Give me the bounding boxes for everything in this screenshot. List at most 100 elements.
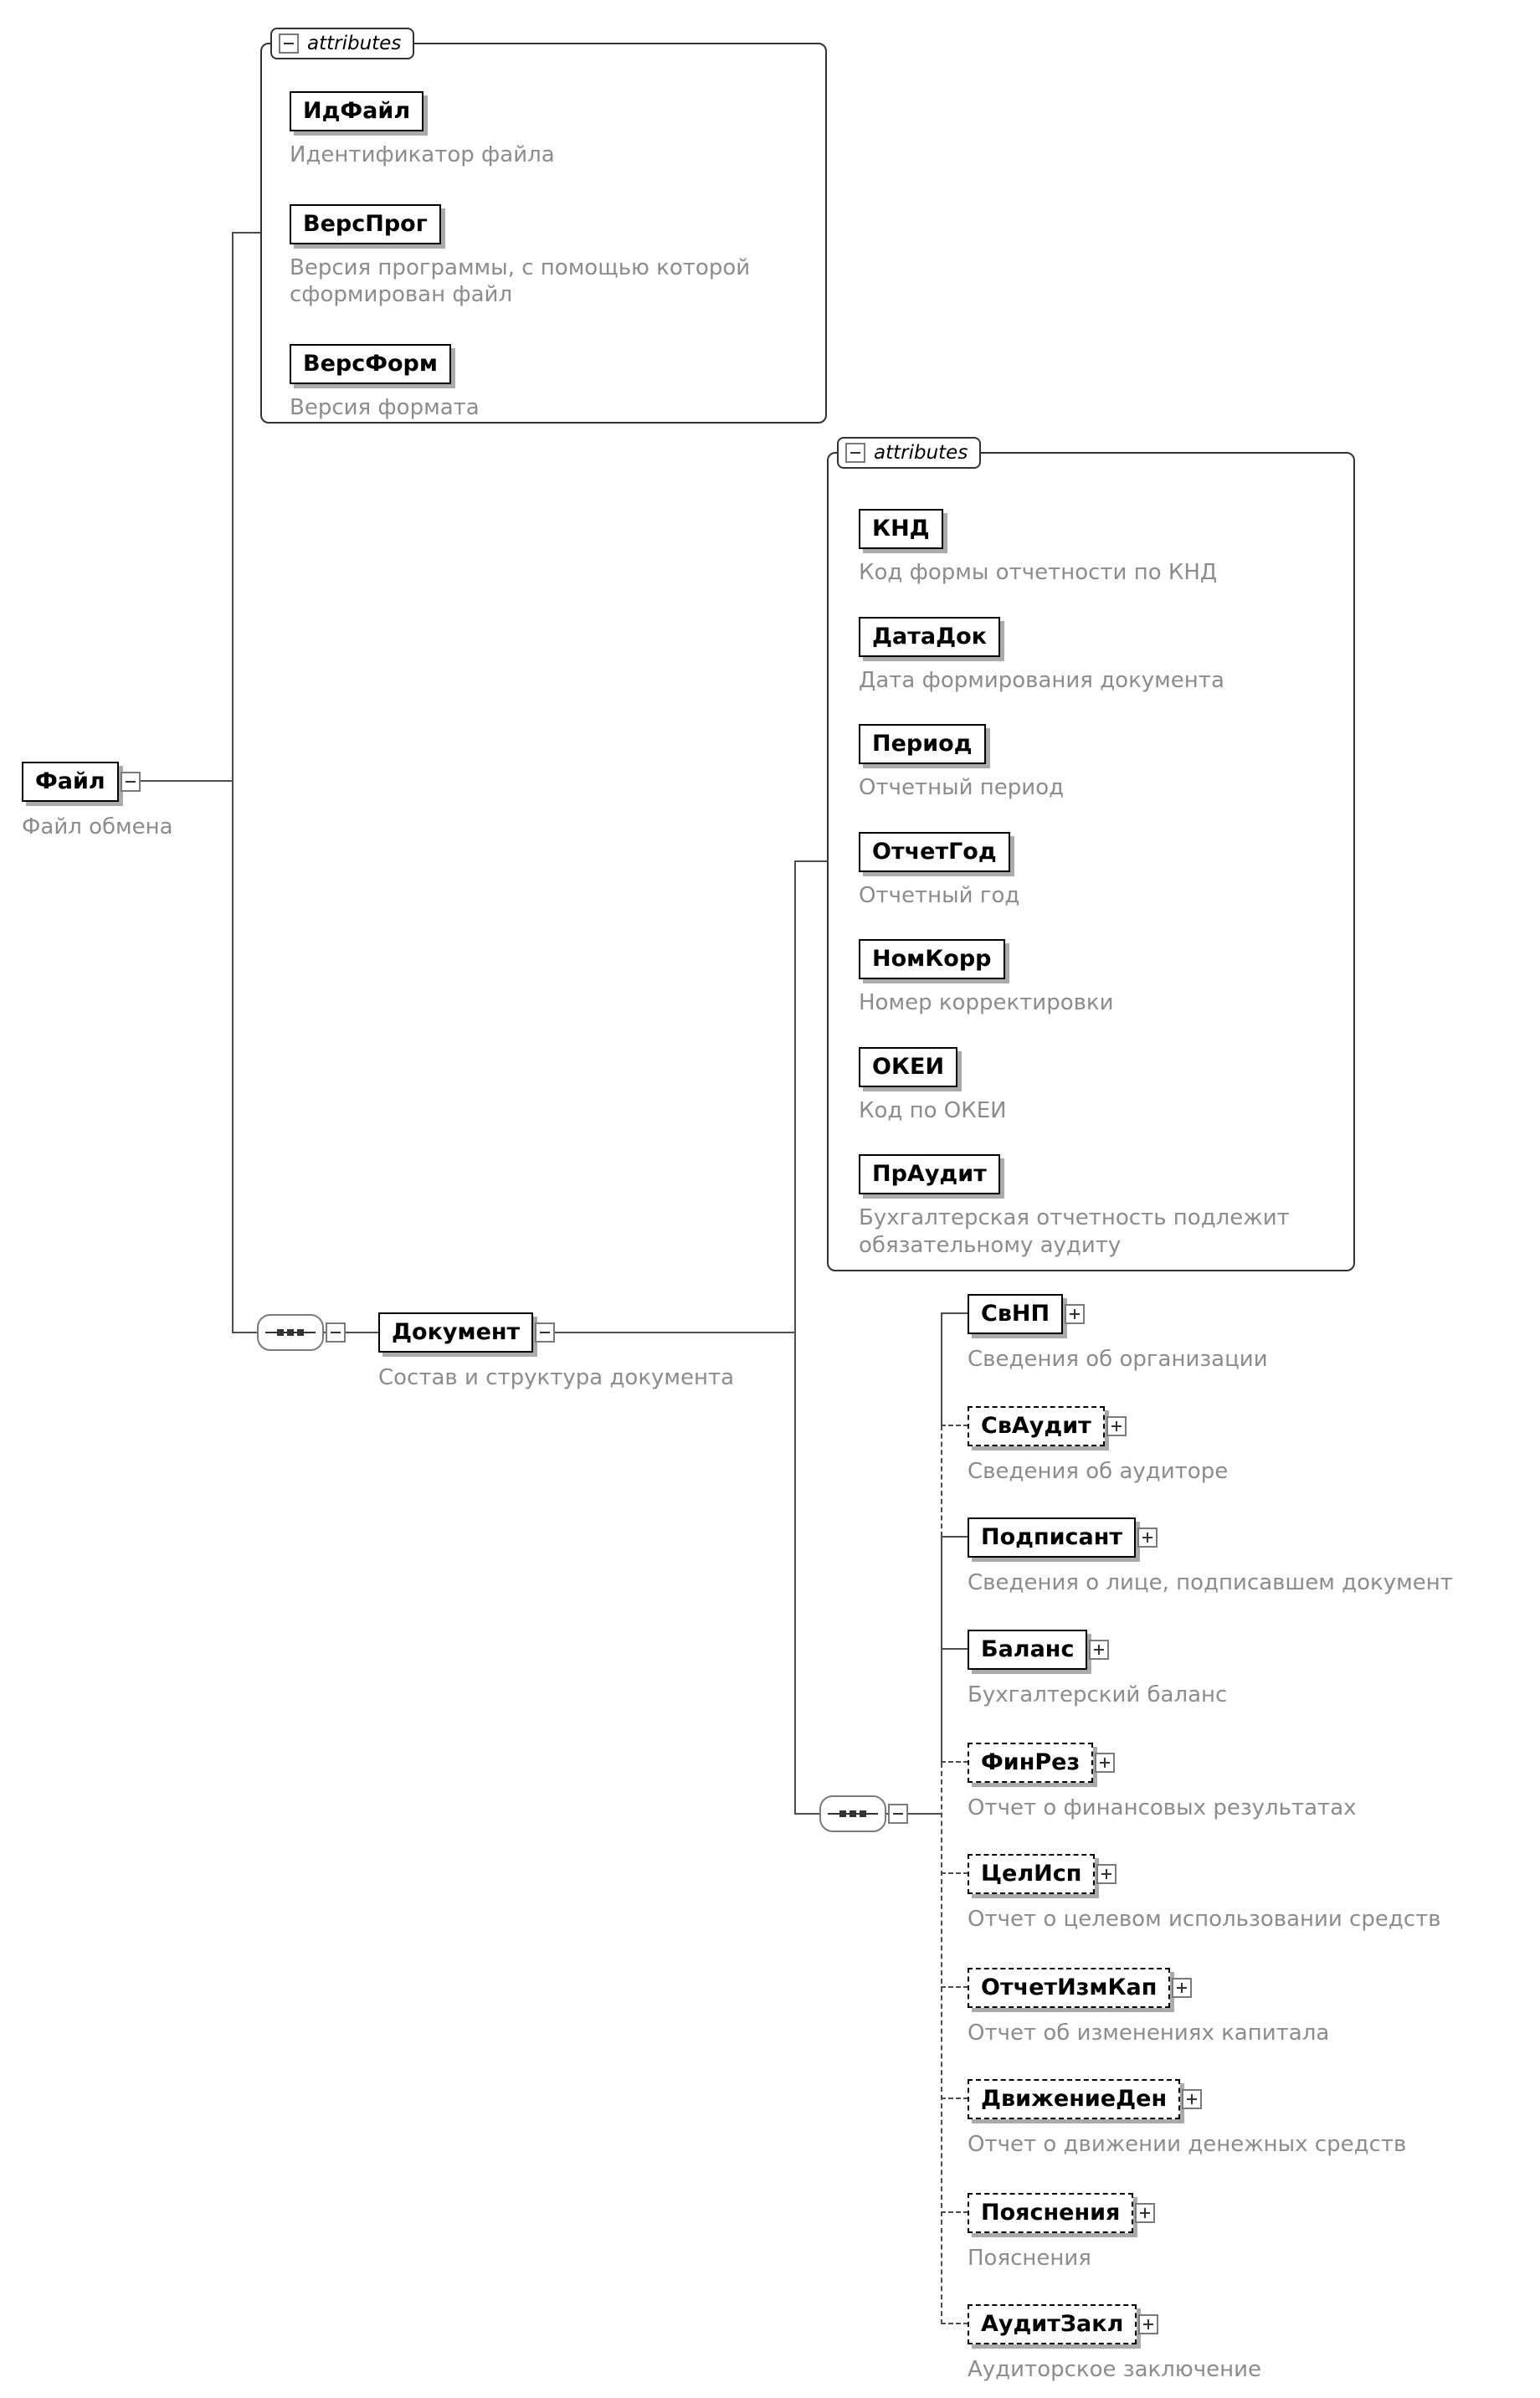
connector-stub-celisp bbox=[941, 1872, 968, 1874]
element-dvizhenie-den: ДвижениеДен Отчет о движении денежных ср… bbox=[968, 2079, 1406, 2159]
attribute-okei-label: ОКЕИ bbox=[872, 1053, 945, 1080]
sequence-glyph bbox=[265, 1329, 316, 1336]
sequence-icon[interactable] bbox=[257, 1314, 324, 1351]
element-sv-np-box[interactable]: СвНП bbox=[968, 1294, 1064, 1334]
attribute-pr-audit-label: ПрАудит bbox=[872, 1161, 987, 1187]
connector-stub-dvizhenieden bbox=[941, 2098, 968, 2099]
attribute-okei-box[interactable]: ОКЕИ bbox=[859, 1046, 958, 1087]
attribute-otchet-god-label: ОтчетГод bbox=[872, 838, 997, 865]
connector-children-trunk-solid-2 bbox=[941, 1537, 942, 1763]
collapse-icon[interactable] bbox=[120, 772, 141, 792]
element-fin-rez-box[interactable]: ФинРез bbox=[968, 1743, 1094, 1783]
element-dokument: Документ Состав и структура документа bbox=[378, 1312, 734, 1392]
attribute-id-fajl: ИдФайл Идентификатор файла bbox=[290, 91, 808, 169]
attribute-data-dok-box[interactable]: ДатаДок bbox=[859, 616, 1001, 657]
element-podpisant-box[interactable]: Подписант bbox=[968, 1517, 1137, 1558]
attribute-id-fajl-box[interactable]: ИдФайл bbox=[290, 91, 424, 131]
attribute-pr-audit-description: Бухгалтерская отчетность подлежит обязат… bbox=[859, 1205, 1290, 1258]
document-attributes-group: attributes КНД Код формы отчетности по К… bbox=[827, 437, 1355, 1271]
connector-children-trunk-dashed-2 bbox=[941, 1763, 942, 2324]
element-dvizhenie-den-box[interactable]: ДвижениеДен bbox=[968, 2079, 1181, 2119]
element-sv-audit-label: СвАудит bbox=[981, 1413, 1091, 1439]
attribute-period: Период Отчетный период bbox=[859, 724, 1338, 802]
attribute-pr-audit-box[interactable]: ПрАудит bbox=[859, 1154, 1000, 1194]
connector-stub-finrez bbox=[941, 1761, 968, 1763]
element-audit-zakl-label: АудитЗакл bbox=[981, 2311, 1124, 2337]
attribute-vers-form-box[interactable]: ВерсФорм bbox=[290, 343, 451, 384]
expand-icon[interactable] bbox=[1172, 1978, 1193, 1998]
expand-icon[interactable] bbox=[1182, 2089, 1203, 2109]
sequence-compositor-file bbox=[257, 1314, 346, 1351]
attribute-data-dok: ДатаДок Дата формирования документа bbox=[859, 616, 1338, 695]
collapse-icon[interactable] bbox=[535, 1322, 556, 1343]
file-attributes-tab[interactable]: attributes bbox=[270, 28, 415, 59]
expand-icon[interactable] bbox=[1089, 1640, 1110, 1660]
element-dokument-box[interactable]: Документ bbox=[378, 1312, 534, 1353]
element-cel-isp-box[interactable]: ЦелИсп bbox=[968, 1854, 1096, 1894]
attribute-knd-box[interactable]: КНД bbox=[859, 509, 943, 549]
element-sv-np: СвНП Сведения об организации bbox=[968, 1294, 1268, 1374]
attributes-label: attributes bbox=[307, 33, 402, 54]
element-cel-isp-label: ЦелИсп bbox=[981, 1861, 1082, 1887]
connector-stub-balans bbox=[941, 1648, 968, 1650]
collapse-icon[interactable] bbox=[326, 1322, 346, 1343]
element-fajl-label: Файл bbox=[35, 768, 105, 794]
connector-trunk-2 bbox=[794, 860, 796, 1815]
file-attributes-group: attributes ИдФайл Идентификатор файла Ве… bbox=[260, 28, 827, 424]
expand-icon[interactable] bbox=[1095, 1753, 1116, 1773]
connector-trunk-1 bbox=[232, 232, 234, 1333]
attribute-id-fajl-label: ИдФайл bbox=[303, 98, 411, 124]
element-audit-zakl-box[interactable]: АудитЗакл bbox=[968, 2304, 1137, 2344]
element-sv-audit-box[interactable]: СвАудит bbox=[968, 1406, 1105, 1446]
attribute-okei: ОКЕИ Код по ОКЕИ bbox=[859, 1046, 1338, 1125]
attribute-otchet-god-box[interactable]: ОтчетГод bbox=[859, 831, 1010, 872]
element-podpisant-description: Сведения о лице, подписавшем документ bbox=[968, 1570, 1453, 1595]
expand-icon[interactable] bbox=[1096, 1864, 1117, 1884]
element-poyasneniya-box[interactable]: Пояснения bbox=[968, 2193, 1134, 2233]
expand-icon[interactable] bbox=[1106, 1416, 1127, 1436]
expand-icon[interactable] bbox=[1135, 2203, 1156, 2223]
attribute-vers-prog: ВерсПрог Версия программы, с помощью кот… bbox=[290, 203, 808, 309]
connector-to-document-attributes bbox=[794, 860, 827, 862]
element-otchet-izm-kap-box[interactable]: ОтчетИзмКап bbox=[968, 1968, 1171, 2008]
element-otchet-izm-kap: ОтчетИзмКап Отчет об изменениях капитала bbox=[968, 1968, 1329, 2047]
connector-stub-otchetizmkap bbox=[941, 1986, 968, 1988]
element-dvizhenie-den-label: ДвижениеДен bbox=[981, 2086, 1168, 2112]
element-fajl-box[interactable]: Файл bbox=[22, 762, 119, 802]
attribute-data-dok-label: ДатаДок bbox=[872, 623, 988, 650]
element-balans-label: Баланс bbox=[981, 1636, 1075, 1662]
element-audit-zakl-description: Аудиторское заключение bbox=[968, 2357, 1261, 2382]
element-balans-description: Бухгалтерский баланс bbox=[968, 1682, 1228, 1707]
connector-stub-poyasneniya bbox=[941, 2211, 968, 2213]
element-podpisant-label: Подписант bbox=[981, 1524, 1123, 1550]
expand-icon[interactable] bbox=[1137, 1528, 1158, 1548]
connector-to-file-attributes bbox=[232, 232, 260, 234]
element-sv-np-description: Сведения об организации bbox=[968, 1347, 1268, 1372]
collapse-icon[interactable] bbox=[888, 1804, 908, 1824]
element-otchet-izm-kap-label: ОтчетИзмКап bbox=[981, 1974, 1158, 2000]
element-dokument-description: Состав и структура документа bbox=[378, 1365, 735, 1390]
attribute-vers-prog-box[interactable]: ВерсПрог bbox=[290, 203, 441, 244]
element-audit-zakl: АудитЗакл Аудиторское заключение bbox=[968, 2304, 1261, 2384]
element-fajl-description: Файл обмена bbox=[22, 814, 173, 840]
attribute-otchet-god-description: Отчетный год bbox=[859, 882, 1020, 908]
sequence-icon[interactable] bbox=[819, 1795, 886, 1832]
attribute-nom-korr-description: Номер корректировки bbox=[859, 990, 1114, 1015]
expand-icon[interactable] bbox=[1138, 2314, 1159, 2334]
attribute-vers-prog-description: Версия программы, с помощью которой сфор… bbox=[290, 254, 751, 308]
element-cel-isp: ЦелИсп Отчет о целевом использовании сре… bbox=[968, 1854, 1441, 1933]
document-attributes-tab[interactable]: attributes bbox=[837, 437, 982, 469]
collapse-icon[interactable] bbox=[845, 443, 865, 463]
attribute-nom-korr-box[interactable]: НомКорр bbox=[859, 939, 1005, 979]
element-balans-box[interactable]: Баланс bbox=[968, 1630, 1088, 1670]
attribute-period-box[interactable]: Период bbox=[859, 724, 986, 764]
expand-icon[interactable] bbox=[1065, 1304, 1086, 1324]
element-fin-rez: ФинРез Отчет о финансовых результатах bbox=[968, 1743, 1357, 1822]
element-sv-np-label: СвНП bbox=[981, 1301, 1050, 1327]
connector-file-trunk bbox=[84, 780, 233, 782]
collapse-icon[interactable] bbox=[279, 33, 299, 54]
attributes-label: attributes bbox=[874, 442, 968, 464]
element-dokument-label: Документ bbox=[392, 1319, 521, 1345]
element-podpisant: Подписант Сведения о лице, подписавшем д… bbox=[968, 1517, 1453, 1597]
element-poyasneniya-label: Пояснения bbox=[981, 2200, 1121, 2226]
